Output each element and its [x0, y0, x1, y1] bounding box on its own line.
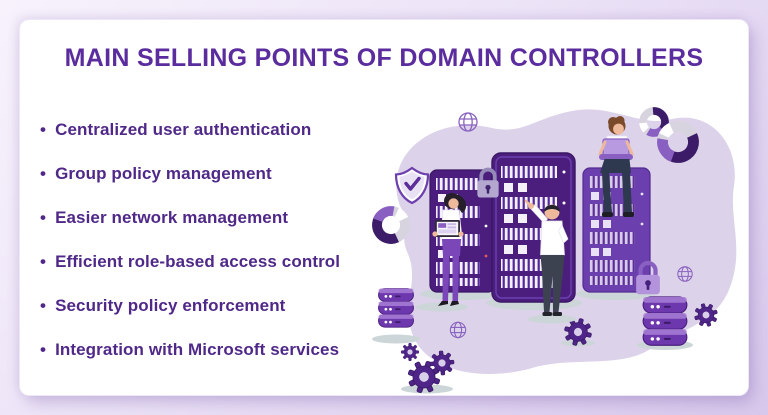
selling-points-list: Centralized user authentication Group po…: [40, 120, 385, 384]
list-item: Integration with Microsoft services: [40, 340, 385, 360]
page-title: MAIN SELLING POINTS OF DOMAIN CONTROLLER…: [64, 44, 704, 72]
woman-technician: [416, 193, 468, 312]
list-item: Group policy management: [40, 164, 385, 184]
gear-icon: [400, 342, 420, 362]
content-card: MAIN SELLING POINTS OF DOMAIN CONTROLLER…: [20, 20, 748, 395]
database-icon: [378, 288, 414, 328]
list-item: Easier network management: [40, 208, 385, 228]
man-sitting-laptop: [598, 116, 634, 217]
padlock-icon: [477, 167, 499, 198]
server-room-illustration: [372, 86, 737, 395]
server-rack: [582, 167, 651, 293]
list-item: Efficient role-based access control: [40, 252, 385, 272]
database-icon: [642, 296, 688, 346]
list-item: Security policy enforcement: [40, 296, 385, 316]
list-item: Centralized user authentication: [40, 120, 385, 140]
shield-check-icon: [394, 166, 430, 205]
man-pointing: [524, 199, 576, 324]
